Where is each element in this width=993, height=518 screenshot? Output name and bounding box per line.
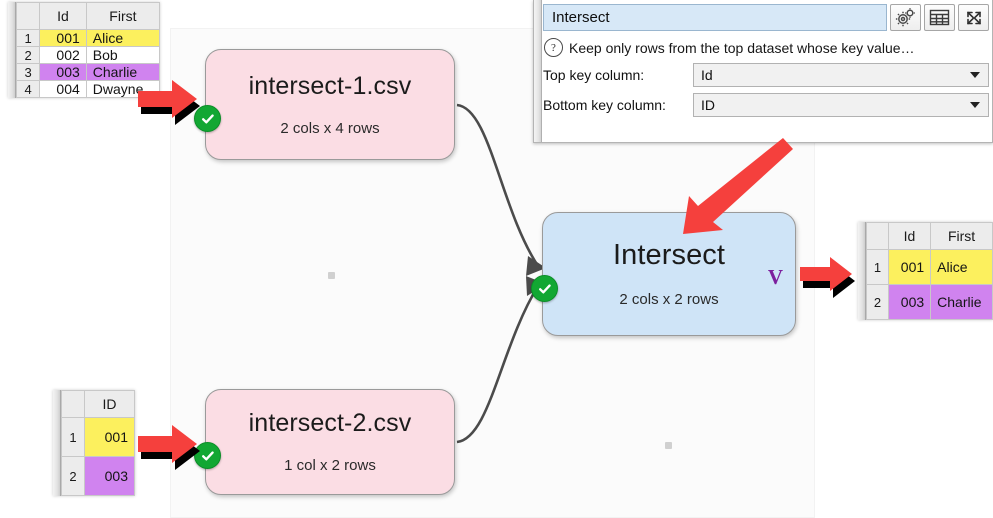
connector-links <box>456 103 546 444</box>
field-top-key-column: Top key column: Id <box>543 63 989 87</box>
cell-id[interactable]: 003 <box>887 284 932 320</box>
table-gutter[interactable] <box>8 2 16 98</box>
table-intersect-1-preview[interactable]: Id First 1 001 Alice 2 002 Bob 3 003 Cha… <box>8 2 161 98</box>
cell-id[interactable]: 003 <box>39 63 87 81</box>
status-ok-icon <box>194 442 221 469</box>
select-value: ID <box>701 97 715 113</box>
row-number: 3 <box>15 63 41 81</box>
table-row[interactable]: 1 001 Alice <box>866 249 993 285</box>
table-row[interactable]: 2 003 <box>60 456 135 496</box>
row-number: 2 <box>866 284 889 320</box>
node-subtitle: 1 col x 2 rows <box>284 457 376 474</box>
row-number: 1 <box>60 417 86 457</box>
node-intersect-1-csv[interactable]: intersect-1.csv 2 cols x 4 rows <box>194 49 455 160</box>
canvas-grid-dot <box>328 272 335 279</box>
cell-id[interactable]: 003 <box>84 456 135 496</box>
row-number: 1 <box>866 249 889 285</box>
node-title: intersect-1.csv <box>248 71 412 100</box>
cell-id[interactable]: 001 <box>84 417 135 457</box>
gears-icon[interactable] <box>890 4 921 31</box>
chevron-down-icon <box>970 72 980 78</box>
canvas-grid-dot <box>665 442 672 449</box>
row-number: 2 <box>15 46 41 64</box>
table-result-preview[interactable]: Id First 1 001 Alice 2 003 Charlie <box>858 222 993 320</box>
cell-first[interactable]: Alice <box>930 249 993 285</box>
panel-hint: ? Keep only rows from the top dataset wh… <box>543 38 989 57</box>
row-header-corner <box>866 222 889 250</box>
table-icon[interactable] <box>924 4 955 31</box>
column-header[interactable]: First <box>85 2 161 30</box>
node-subtitle: 2 cols x 2 rows <box>619 291 719 308</box>
cell-first[interactable]: Charlie <box>85 63 161 81</box>
hint-text: Keep only rows from the top dataset whos… <box>569 39 915 56</box>
table-gutter[interactable] <box>858 222 866 320</box>
row-header-corner <box>15 2 41 30</box>
field-bottom-key-column: Bottom key column: ID <box>543 93 989 117</box>
cell-first[interactable]: Charlie <box>930 284 993 320</box>
node-subtitle: 2 cols x 4 rows <box>280 119 380 137</box>
node-title: Intersect <box>612 239 726 271</box>
table-row[interactable]: 2 002 Bob <box>15 46 161 64</box>
node-intersect-2-csv[interactable]: intersect-2.csv 1 col x 2 rows <box>194 389 455 495</box>
status-ok-icon <box>531 275 558 302</box>
cell-id[interactable]: 004 <box>39 80 87 98</box>
row-number: 2 <box>60 456 86 496</box>
field-label: Bottom key column: <box>543 97 666 113</box>
row-number: 1 <box>15 29 41 47</box>
table-row[interactable]: 4 004 Dwayne <box>15 80 161 98</box>
field-label: Top key column: <box>543 67 645 83</box>
select-value: Id <box>701 67 713 83</box>
table-row[interactable]: 3 003 Charlie <box>15 63 161 81</box>
table-row[interactable]: 1 001 <box>60 417 135 457</box>
table-row[interactable]: 2 003 Charlie <box>866 284 993 320</box>
help-icon[interactable]: ? <box>544 38 563 57</box>
table-gutter[interactable] <box>53 390 61 496</box>
column-header[interactable]: ID <box>84 390 135 418</box>
panel-title-row: Intersect <box>543 4 989 31</box>
expand-icon[interactable] <box>958 4 989 31</box>
column-header[interactable]: Id <box>887 222 932 250</box>
cell-id[interactable]: 001 <box>887 249 932 285</box>
cell-first[interactable]: Bob <box>85 46 161 64</box>
table-row[interactable]: 1 001 Alice <box>15 29 161 47</box>
output-marker: V <box>767 265 783 289</box>
chevron-down-icon <box>970 102 980 108</box>
top-key-column-select[interactable]: Id <box>693 63 989 87</box>
table-intersect-2-preview[interactable]: ID 1 001 2 003 <box>53 390 135 496</box>
column-header[interactable]: First <box>930 222 993 250</box>
cell-first[interactable]: Alice <box>85 29 161 47</box>
node-intersect-operation[interactable]: Intersect 2 cols x 2 rows V <box>531 212 796 336</box>
cell-id[interactable]: 002 <box>39 46 87 64</box>
item-name-input[interactable]: Intersect <box>543 4 887 31</box>
cell-first[interactable]: Dwayne <box>85 80 161 98</box>
bottom-key-column-select[interactable]: ID <box>693 93 989 117</box>
panel-gutter[interactable] <box>534 0 542 142</box>
row-header-corner <box>60 390 86 418</box>
column-header[interactable]: Id <box>39 2 87 30</box>
row-number: 4 <box>15 80 41 98</box>
cell-id[interactable]: 001 <box>39 29 87 47</box>
item-settings-panel[interactable]: Intersect <box>533 0 993 143</box>
status-ok-icon <box>194 105 221 132</box>
node-title: intersect-2.csv <box>248 409 412 437</box>
